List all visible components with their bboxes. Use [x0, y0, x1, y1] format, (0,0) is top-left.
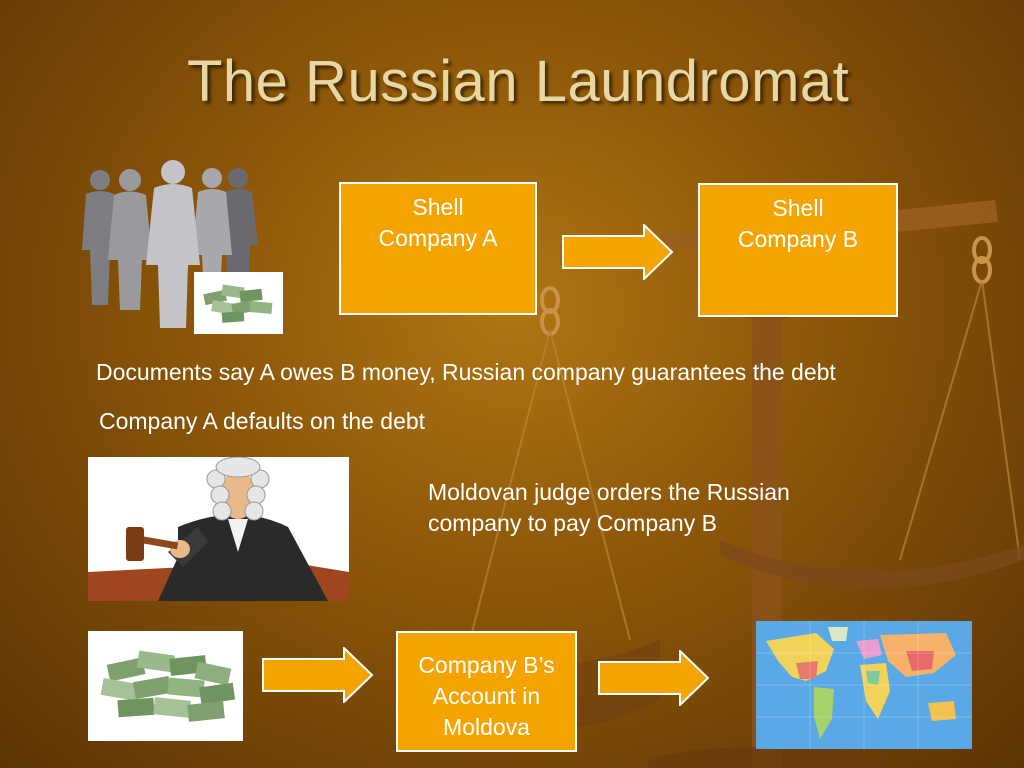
judge-image [88, 457, 349, 601]
shell-a-line1: Shell [412, 194, 464, 220]
slide-title: The Russian Laundromat [187, 49, 850, 114]
arrow-right-icon [562, 224, 674, 280]
shell-b-line1: Shell [772, 195, 824, 221]
shell-company-b-box: Shell Company B [698, 183, 898, 317]
people-silhouettes-image [82, 160, 258, 328]
default-text: Company A defaults on the debt [99, 408, 426, 434]
judge-wig-icon [206, 457, 270, 521]
account-line3: Moldova [443, 714, 530, 740]
person-silhouette-icon [82, 170, 118, 305]
account-line1: Company B’s [418, 652, 555, 678]
account-line2: Account in [432, 683, 541, 709]
money-pile-small-image [194, 272, 283, 334]
documents-text: Documents say A owes B money, Russian co… [96, 359, 836, 385]
shell-company-a-box: Shell Company A [339, 182, 537, 315]
company-b-account-box: Company B’s Account in Moldova [396, 631, 577, 752]
gavel-icon [126, 527, 179, 561]
arrow-right-icon [598, 650, 710, 706]
money-pile-large-image [88, 631, 243, 741]
world-map-image [756, 621, 972, 749]
world-map-icon [756, 621, 972, 749]
shell-a-line2: Company A [378, 225, 498, 251]
arrow-right-icon [262, 647, 374, 703]
shell-b-line2: Company B [737, 226, 859, 252]
judge-orders-text: Moldovan judge orders the Russian compan… [428, 477, 790, 539]
money-icon [100, 650, 236, 722]
judge-text-line2: company to pay Company B [428, 510, 717, 536]
judge-text-line1: Moldovan judge orders the Russian [428, 479, 790, 505]
money-icon [203, 284, 273, 323]
